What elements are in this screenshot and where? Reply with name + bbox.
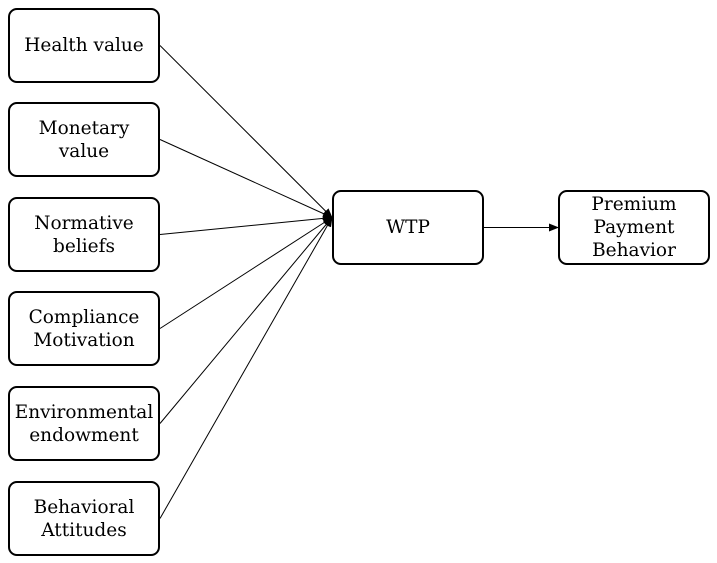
edge-attitudes-to-wtp [159, 216, 333, 519]
edge-normative-to-wtp [159, 214, 333, 235]
node-environmental-endowment: Environmental endowment [8, 386, 160, 461]
node-label: WTP [386, 217, 430, 238]
node-monetary-value: Monetary value [8, 102, 160, 177]
node-premium-payment-behavior: Premium Payment Behavior [558, 190, 710, 265]
node-label: Normative beliefs [34, 212, 134, 257]
node-label: Behavioral Attitudes [33, 496, 135, 541]
node-wtp: WTP [332, 190, 484, 265]
edge-compliance-to-wtp [159, 216, 333, 329]
edge-health-to-wtp [159, 45, 333, 219]
node-label: Premium Payment Behavior [591, 194, 677, 261]
node-label: Environmental endowment [14, 401, 154, 446]
node-label: Monetary value [38, 117, 130, 162]
node-health-value: Health value [8, 8, 160, 83]
node-label: Compliance Motivation [28, 306, 140, 351]
node-compliance-motivation: Compliance Motivation [8, 291, 160, 366]
edge-monetary-to-wtp [159, 139, 333, 218]
edge-environmental-to-wtp [159, 216, 333, 424]
node-behavioral-attitudes: Behavioral Attitudes [8, 481, 160, 556]
node-label: Health value [24, 35, 144, 56]
node-normative-beliefs: Normative beliefs [8, 197, 160, 272]
